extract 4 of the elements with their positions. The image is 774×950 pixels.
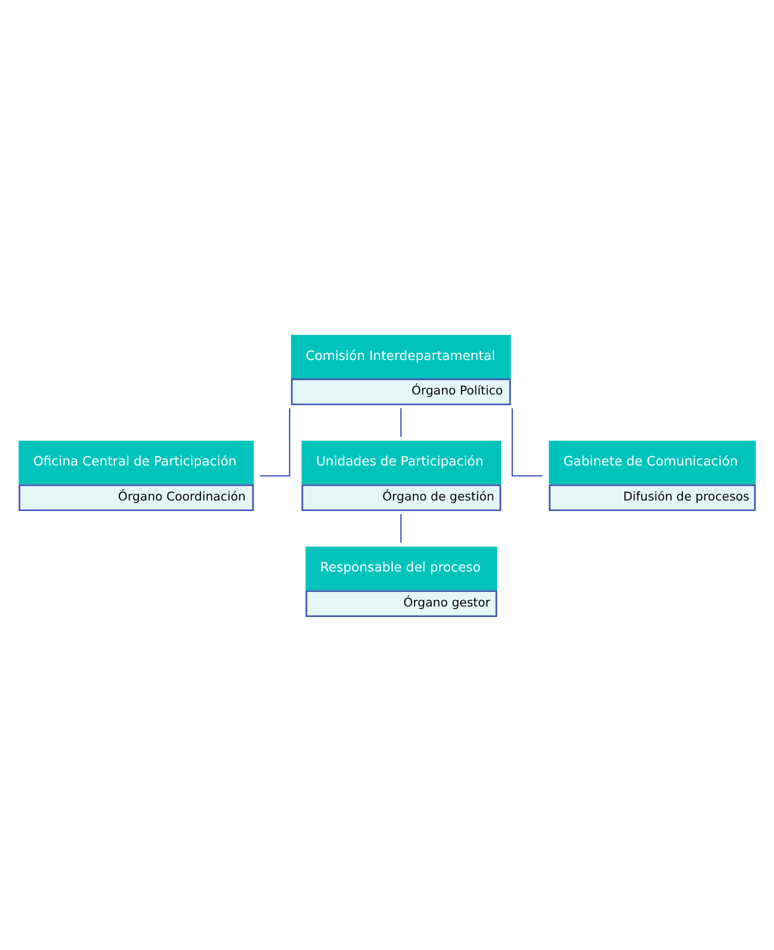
connector bbox=[400, 514, 402, 542]
connector bbox=[260, 408, 290, 476]
connector bbox=[400, 408, 402, 436]
connector bbox=[512, 408, 542, 476]
